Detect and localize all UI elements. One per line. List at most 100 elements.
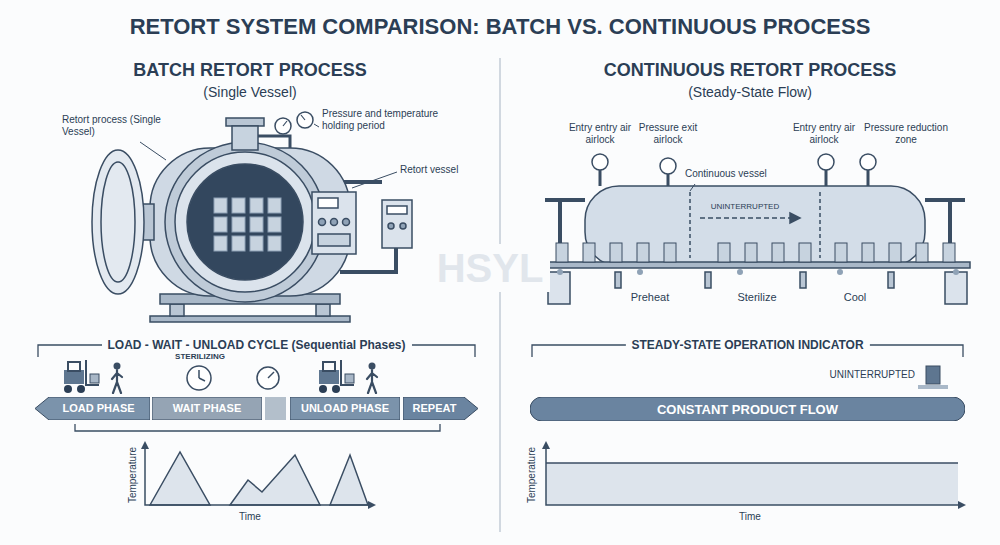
shape-fill: [403, 397, 478, 420]
callout-label: Retort vessel: [400, 164, 485, 176]
vessel-body: [150, 148, 350, 296]
vessel-ring: [175, 152, 315, 292]
forklift-icon: [64, 360, 99, 393]
worker-icon: [112, 363, 122, 394]
continuous-retort-illustration: [545, 154, 970, 304]
diagram-title: RETORT SYSTEM COMPARISON: BATCH VS. CONT…: [0, 14, 1000, 40]
can: [250, 236, 263, 251]
conveyor-cans: [556, 243, 955, 262]
section-subheading: (Single Vessel): [150, 84, 350, 101]
can: [232, 236, 245, 251]
gauge-needle: [283, 115, 305, 126]
clock-face: [187, 366, 211, 390]
phase-spacer: [265, 397, 286, 420]
can: [250, 198, 263, 213]
can: [232, 198, 245, 213]
steady-temperature-line: [546, 462, 958, 464]
band-label: CONSTANT PRODUCT FLOW: [534, 397, 961, 421]
continuous-vessel: [585, 186, 925, 266]
bracket-heading: STEADY-STATE OPERATION INDICATOR: [625, 338, 869, 352]
airlock-gauge: [660, 158, 676, 174]
phase-arrow: REPEAT: [403, 397, 478, 420]
can: [799, 243, 811, 262]
forklift-icon: [319, 360, 354, 393]
vessel-leg: [170, 304, 184, 316]
batch-retort-illustration: [92, 112, 412, 322]
conveyor-belt: [545, 262, 970, 268]
section-heading: BATCH RETORT PROCESS: [100, 60, 400, 82]
callout-label: Retort process (Single Vessel): [62, 114, 162, 138]
steady-temperature-area: [546, 463, 958, 505]
band-label: REPEAT: [407, 397, 462, 420]
conveyor-stand: [548, 272, 570, 304]
can: [718, 243, 730, 262]
axis-label: Temperature: [526, 435, 538, 515]
zone-label: Cool: [825, 291, 885, 304]
panel-knob: [343, 219, 350, 226]
leader-lines: [140, 124, 397, 188]
can: [583, 243, 595, 262]
clock-icon: [187, 366, 211, 390]
can: [214, 217, 227, 232]
section-subheading: (Steady-State Flow): [630, 84, 870, 101]
can: [250, 217, 263, 232]
phase-arrow: LOAD PHASE: [35, 397, 150, 420]
divider: [499, 58, 501, 532]
status-label: STERILIZING: [165, 352, 235, 362]
box-knob: [388, 223, 394, 229]
control-box: [382, 200, 412, 248]
callout-label: Pressure and temperature holding period: [322, 108, 462, 132]
conveyor-rollers: [557, 269, 959, 275]
can: [214, 198, 227, 213]
zone-label: Sterilize: [722, 291, 792, 304]
roller: [557, 269, 563, 275]
phase-box: WAIT PHASE: [152, 397, 262, 420]
can: [943, 243, 955, 262]
can: [889, 243, 901, 262]
vessel-door: [92, 150, 144, 294]
valve-flange: [226, 118, 264, 126]
can: [556, 243, 568, 262]
vessel-leg: [800, 272, 806, 288]
band-label: WAIT PHASE: [156, 397, 258, 420]
valve-body: [232, 126, 258, 150]
bracket: [75, 424, 440, 431]
band-label: LOAD PHASE: [51, 397, 146, 420]
shape-fill: [530, 397, 965, 421]
leader-line: [690, 184, 695, 191]
leader-line: [314, 124, 319, 127]
control-panel: [312, 192, 356, 254]
roller: [837, 269, 843, 275]
temperature-curve: [150, 452, 368, 505]
zone-label: Preheat: [615, 291, 685, 304]
roller: [637, 269, 643, 275]
can: [916, 243, 928, 262]
gauge-needle: [268, 372, 274, 378]
callout-label: Pressure exit airlock: [638, 122, 698, 146]
vessel-window: [187, 164, 303, 280]
vessel-leg: [888, 272, 894, 288]
flow-label: UNINTERRUPTED: [700, 202, 790, 212]
flow-bar: CONSTANT PRODUCT FLOW: [530, 397, 965, 421]
axis-label: Time: [730, 511, 770, 523]
mini-conveyor: [918, 385, 948, 389]
vessel-leg: [316, 304, 330, 316]
indicator-bracket: STEADY-STATE OPERATION INDICATOR CONSTANT…: [530, 338, 965, 432]
roller: [953, 269, 959, 275]
can: [268, 236, 281, 251]
section-heading: CONTINUOUS RETORT PROCESS: [570, 60, 930, 82]
panel-screen: [318, 198, 338, 208]
callout-label: Pressure reduction zone: [864, 122, 948, 146]
panel-keypad: [318, 234, 350, 246]
airlock-gauge: [860, 154, 876, 170]
can-grid: [214, 198, 281, 251]
worker-icon: [367, 363, 377, 394]
panel-knob: [331, 219, 338, 226]
chart-axes: [546, 445, 962, 505]
axis-label: Temperature: [127, 435, 139, 515]
leader-line: [352, 172, 397, 188]
flow-arrow-line: [700, 217, 790, 219]
status-label: UNINTERRUPTED: [800, 369, 915, 381]
panel-knob: [319, 219, 326, 226]
